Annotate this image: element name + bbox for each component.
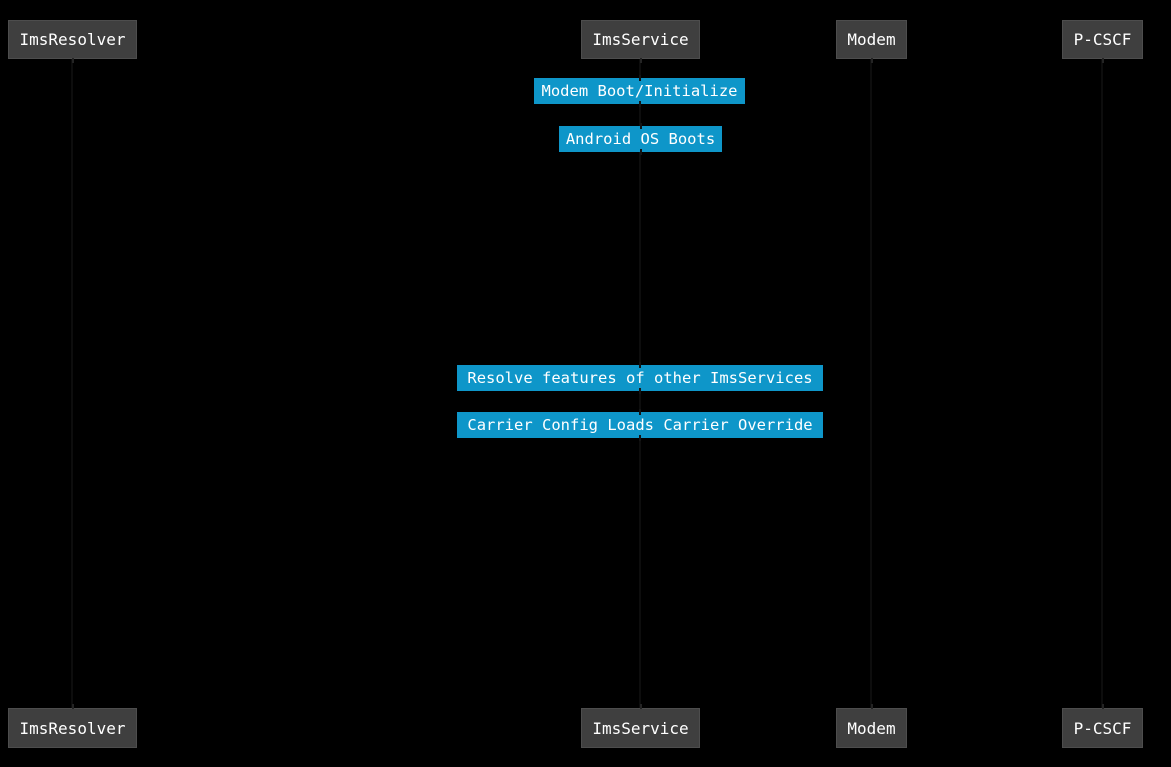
participant-top-pcscf: P-CSCF bbox=[1062, 20, 1143, 63]
lifeline-pcscf bbox=[1101, 59, 1103, 708]
participant-bottom-pcscf: P-CSCF bbox=[1062, 704, 1143, 748]
event-carrier-config-loads-carrier-override: Carrier Config Loads Carrier Override bbox=[457, 409, 823, 441]
participant-bottom-modem: Modem bbox=[836, 704, 907, 748]
event-resolve-features-other-imsservices: Resolve features of other ImsServices bbox=[457, 362, 823, 394]
participant-top-imsservice: ImsService bbox=[581, 20, 700, 63]
lifeline-modem bbox=[870, 59, 872, 708]
event-modem-boot-initialize: Modem Boot/Initialize bbox=[534, 75, 745, 107]
lifeline-imsresolver bbox=[71, 59, 73, 708]
participant-top-imsresolver: ImsResolver bbox=[8, 20, 137, 63]
participant-bottom-imsservice: ImsService bbox=[581, 704, 700, 748]
event-android-os-boots: Android OS Boots bbox=[559, 123, 722, 155]
participant-bottom-imsresolver: ImsResolver bbox=[8, 704, 137, 748]
participant-top-modem: Modem bbox=[836, 20, 907, 63]
